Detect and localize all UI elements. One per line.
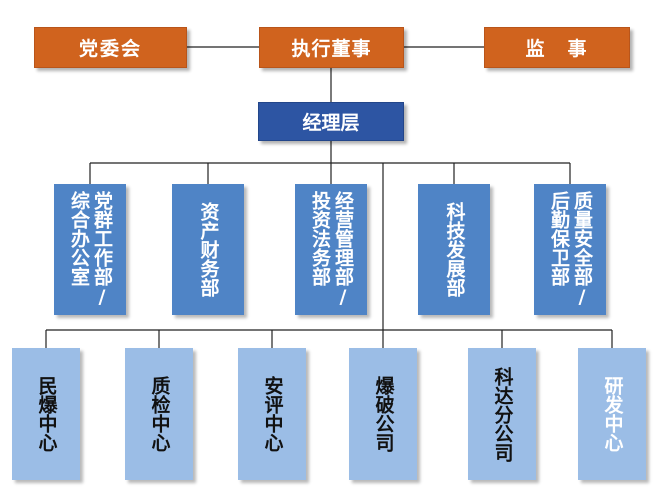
unit-safety-eval-center-label: 安评中心 [261,376,284,452]
party-committee-label: 党委会 [78,38,142,60]
party-committee-box: 党委会 [34,27,187,68]
dept-party-office-box: 党群工作部/ 综合办公室 [54,184,126,315]
unit-keda-branch-box: 科达分公司 [468,348,536,480]
executive-director-box: 执行董事 [259,27,404,68]
unit-rd-center-label: 研发中心 [601,376,624,452]
management-box: 经理层 [258,102,404,141]
unit-blasting-company-box: 爆破公司 [349,348,417,480]
unit-blasting-center-label: 民爆中心 [35,376,58,452]
management-label: 经理层 [302,112,360,134]
unit-qc-center-label: 质检中心 [148,376,171,452]
unit-blasting-center-box: 民爆中心 [12,348,80,480]
unit-keda-branch-label: 科达分公司 [491,366,514,462]
dept-asset-finance-label: 资产财务部 [197,202,220,297]
executive-director-label: 执行董事 [291,38,372,60]
dept-tech-dev-box: 科技发展部 [418,184,490,315]
dept-operations-box: 经营管理部/ 投资法务部 [295,184,367,315]
dept-operations-label-2: 投资法务部 [309,191,331,286]
unit-blasting-company-label: 爆破公司 [372,376,395,452]
dept-asset-finance-box: 资产财务部 [172,184,244,315]
dept-quality-box: 质量安全部/ 后勤保卫部 [534,184,606,315]
dept-quality-label-1: 质量安全部/ [571,191,593,308]
unit-rd-center-box: 研发中心 [578,348,646,480]
unit-safety-eval-center-box: 安评中心 [238,348,306,480]
dept-tech-dev-label: 科技发展部 [443,202,466,297]
supervisor-box: 监 事 [484,27,630,68]
unit-qc-center-box: 质检中心 [125,348,193,480]
supervisor-label: 监 事 [525,38,589,60]
dept-quality-label-2: 后勤保卫部 [548,191,570,286]
dept-operations-label-1: 经营管理部/ [332,191,354,308]
dept-party-office-label-1: 党群工作部/ [91,191,113,308]
dept-party-office-label-2: 综合办公室 [68,191,90,286]
